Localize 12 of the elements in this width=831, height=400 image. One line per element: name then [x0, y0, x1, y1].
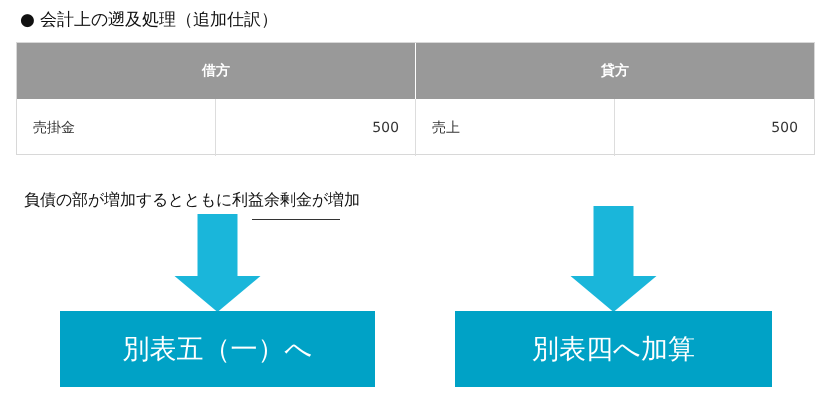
heading: ● 会計上の遡及処理（追加仕訳） [20, 9, 278, 31]
header-cell: 貸方 [416, 43, 814, 99]
block-arrow [570, 206, 656, 312]
header-cell: 借方 [17, 43, 416, 99]
statement-text: 負債の部が増加するとともに利益余剰金が増加 [24, 190, 360, 214]
block-arrow [174, 214, 260, 312]
process-box: 別表四へ加算 [455, 311, 772, 387]
table-cell: 売上 [416, 99, 615, 156]
table-cell-text: 500 [770, 118, 799, 138]
table-cell: 500 [216, 99, 416, 156]
table-cell: 売掛金 [17, 99, 216, 156]
process-box: 別表五（一）へ [60, 311, 375, 387]
